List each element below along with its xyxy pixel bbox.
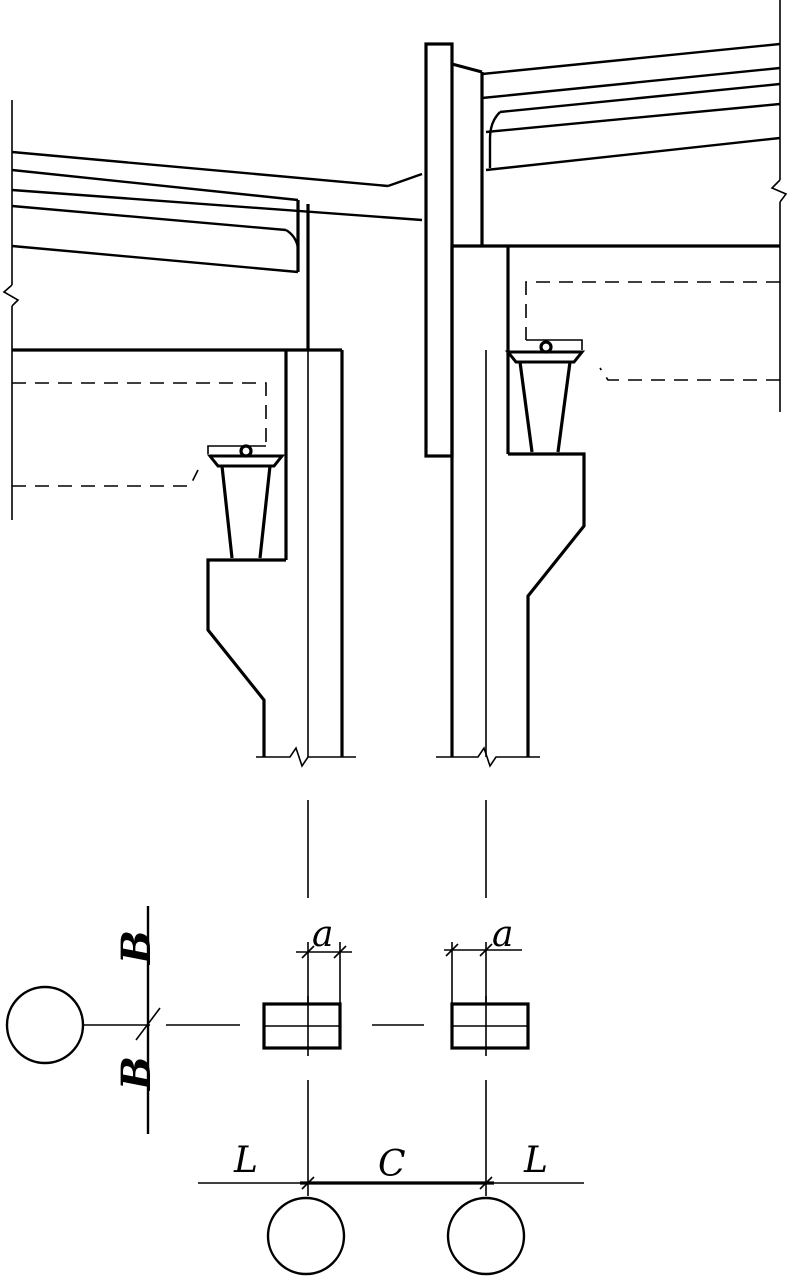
span-label-center: C [378,1144,406,1185]
right-roof-truss [480,0,788,412]
axis-bubble-bottom-right [446,1196,526,1276]
axis-bubble-left [5,985,85,1065]
section-label-bottom: B [113,1056,160,1091]
axis-lines [307,800,487,1196]
span-label-right: L [523,1140,548,1181]
section-label-top: B [113,930,160,965]
right-column [436,244,780,768]
axis-bubble-bottom-left [266,1196,346,1276]
dimension-label-a-right: a [492,914,513,955]
left-column [12,348,356,768]
left-crane-beam [12,382,267,487]
span-label-left: L [233,1140,258,1181]
plan-view [5,906,584,1276]
right-crane-beam [525,281,780,381]
left-roof-truss [2,100,423,520]
center-tall-column [424,42,483,458]
dimension-label-a-left: a [312,914,333,955]
